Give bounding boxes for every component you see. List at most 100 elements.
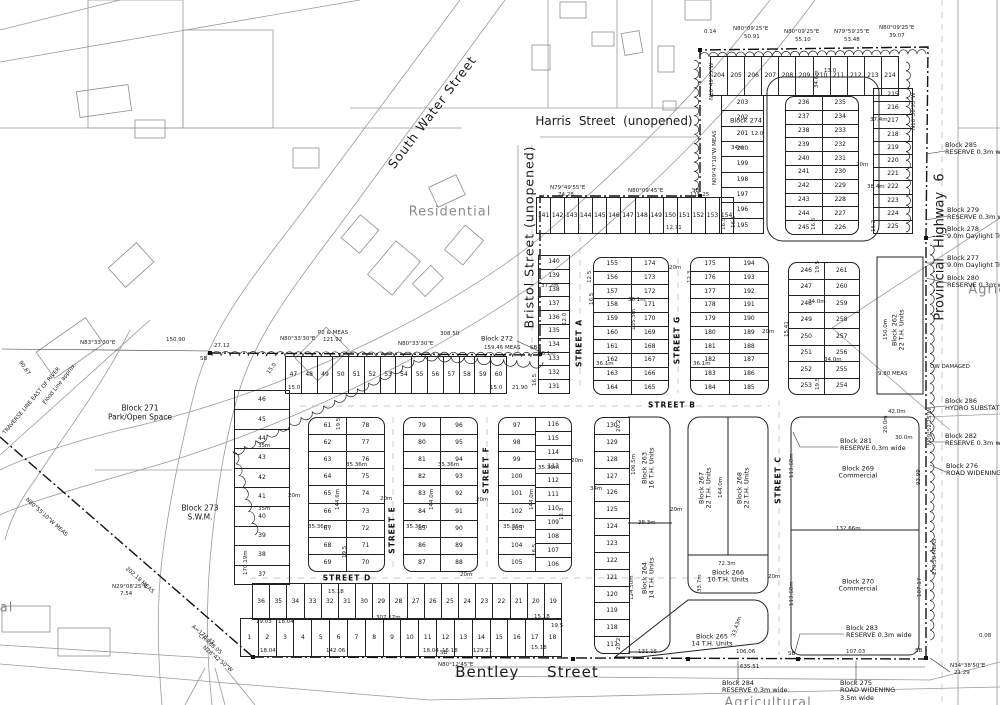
lot-number: 144 [580,211,592,219]
dimension-text: N10°49'35"W [709,62,715,100]
dimension-text: 19.5 [815,260,821,273]
dimension-text: 30.0m [895,435,913,441]
dimension-text: 20m [856,162,869,168]
lot-number: 189 [730,325,768,340]
lot-number: 214 [884,72,896,79]
lot-number: 236 [798,99,810,107]
lot-number: 100 [499,468,535,485]
lot-number: 102 [499,502,535,520]
lot-number: 174 [644,260,656,268]
lot-number: 108 [535,529,571,543]
dimension-text: 20.0m [883,415,889,433]
lot-number: 23 [480,597,489,605]
lot-number: 55 [415,371,424,378]
lot-number: 54 [400,371,408,378]
lot-number: 150 [664,211,676,219]
lot-number: 99 [499,451,535,468]
lot-number: 73 [347,502,384,520]
street-label-highway-6: Provincial Highway 6 [932,173,948,321]
dimension-text: 20m [571,458,584,464]
lot-number: 52 [368,371,377,378]
lot-number: 251 [789,344,824,362]
dimension-text: 35m [258,443,271,449]
lot-number: 43 [235,448,289,467]
lot-number: 170 [631,311,668,326]
dimension-text: SB [200,356,208,362]
lot-number: 223 [874,193,912,207]
lot-number: 84 [404,502,440,520]
lot-number: 81 [404,451,440,468]
lot-number: 190 [730,311,768,326]
lot-number: 8 [372,633,377,641]
dimension-text: 16.5 [532,373,538,386]
area-label-agricultural-right: Agricultural [968,282,1000,298]
lot-number: 235 [834,99,846,107]
dimension-text: N80°33'30"E [280,336,316,342]
lot-number: 47 [289,371,298,378]
dimension-text: N79°49'55"E [550,185,586,191]
lot-number: 196 [722,202,763,217]
lot-number: 230 [822,164,858,179]
dimension-text: 35.36m [406,524,428,530]
dimension-text: SB [788,651,796,657]
lot-number: 59 [478,371,487,378]
dimension-text: 55.10 [795,37,811,43]
lot-number: 69 [309,553,346,571]
dimension-text: 19.5 [815,377,821,390]
lot-number: 91 [441,502,477,520]
lot-number: 27 [411,597,420,605]
lot-number: 155 [606,260,618,268]
lot-number: 2 [265,633,270,641]
lot-number: 125 [595,501,629,518]
lot-number: 115 [535,431,571,445]
street-label-b: STREET B [648,400,696,410]
lot-number: 60 [494,371,503,378]
lot-number: 234 [822,109,858,124]
lot-number: 179 [691,311,729,326]
lot-number: 238 [786,123,822,138]
lot-number: 74 [347,485,384,502]
dimension-text: 16.5 [721,217,727,230]
lot-number: 257 [824,328,859,345]
lot-number: 240 [786,151,822,165]
lot-number: 61 [323,422,332,430]
lot-number: 226 [822,220,858,234]
lot-number: 182 [691,352,729,367]
lot-number: 82 [404,468,440,485]
street-label-f: STREET F [481,446,491,494]
dimension-text: 50.91 [744,34,760,40]
lot-number: 160 [594,325,631,340]
lot-number: 72 [347,519,384,537]
lot-number: 213 [867,72,879,79]
dimension-text: 107.17 [917,577,923,597]
lot-number: 123 [595,535,629,552]
dimension-text: N80°09'45"E [628,188,664,194]
lot-number: 186 [730,366,768,381]
lot-number: 217 [874,114,912,127]
dimension-text: 18.04 [278,619,294,625]
lot-number: 220 [874,153,912,167]
dimension-text: N79°59'25"E [834,29,870,35]
lot-number: 187 [730,352,768,367]
dimension-text: 15.18 [442,648,458,654]
dimension-text: 36.1m [538,351,556,357]
dimension-text: 35.36m [538,465,560,471]
street-label-harris: Harris Street (unopened) [535,114,693,128]
lot-number: 46 [258,396,266,404]
street-label-e: STREET E [387,506,397,554]
lot-number: 10 [406,633,414,641]
